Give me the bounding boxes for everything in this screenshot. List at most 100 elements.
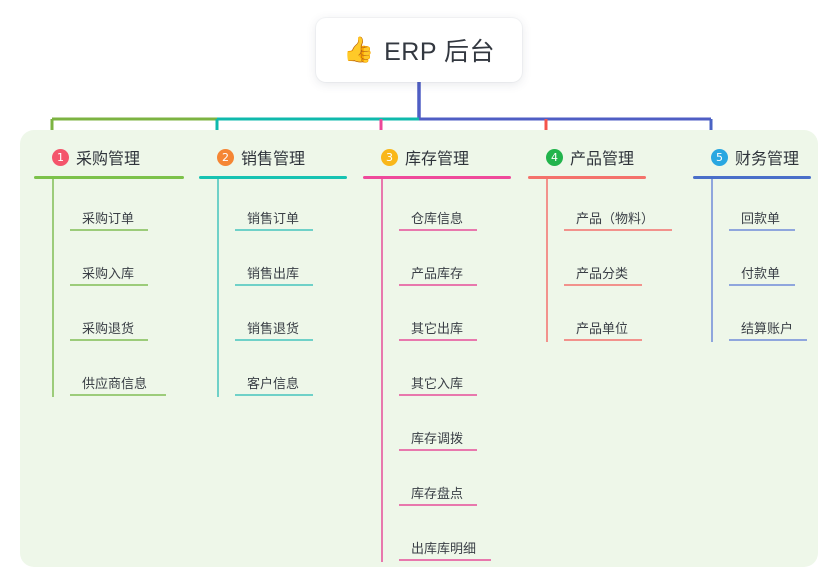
branch-title: 财务管理 xyxy=(735,151,800,168)
leaf-label: 销售退货 xyxy=(247,321,300,336)
leaf-underline xyxy=(564,229,672,231)
branch-header[interactable]: 2 销售管理 xyxy=(199,144,347,170)
leaf-underline xyxy=(399,504,477,506)
leaf-underline xyxy=(399,229,477,231)
root-node[interactable]: 👍 ERP 后台 xyxy=(316,18,522,82)
leaf-label: 回款单 xyxy=(741,211,781,226)
leaf-label: 结算账户 xyxy=(741,321,794,336)
branch-title: 产品管理 xyxy=(570,151,635,168)
leaf-underline xyxy=(70,394,166,396)
leaf-label: 产品分类 xyxy=(576,266,629,281)
leaf-underline xyxy=(399,394,477,396)
branch-number-badge: 4 xyxy=(546,148,563,166)
leaf-underline xyxy=(235,229,313,231)
leaf-underline xyxy=(235,394,313,396)
leaf-underline xyxy=(70,339,148,341)
leaf-item[interactable]: 销售退货 xyxy=(217,289,347,344)
leaf-underline xyxy=(729,339,807,341)
leaf-label: 产品库存 xyxy=(411,266,464,281)
branch-header[interactable]: 3 库存管理 xyxy=(363,144,511,170)
leaf-item[interactable]: 库存盘点 xyxy=(381,454,511,509)
leaf-label: 采购订单 xyxy=(82,211,135,226)
leaf-item[interactable]: 仓库信息 xyxy=(381,179,511,234)
leaf-item[interactable]: 采购入库 xyxy=(52,234,184,289)
leaf-label: 付款单 xyxy=(741,266,781,281)
branch-underline xyxy=(199,176,347,179)
leaf-label: 库存盘点 xyxy=(411,486,464,501)
leaf-label: 其它出库 xyxy=(411,321,464,336)
leaf-item[interactable]: 回款单 xyxy=(711,179,811,234)
leaf-label: 采购入库 xyxy=(82,266,135,281)
leaf-underline xyxy=(399,559,491,561)
branch-underline xyxy=(528,176,646,179)
leaf-item[interactable]: 结算账户 xyxy=(711,289,811,344)
leaf-list: 采购订单采购入库采购退货供应商信息 xyxy=(34,179,184,399)
branch-header[interactable]: 1 采购管理 xyxy=(34,144,184,170)
branch-title: 销售管理 xyxy=(241,151,306,168)
leaf-list: 仓库信息产品库存其它出库其它入库库存调拨库存盘点出库库明细 xyxy=(363,179,511,564)
leaf-list: 产品（物料） 产品分类产品单位 xyxy=(528,179,672,344)
branch-underline xyxy=(363,176,511,179)
branch-column-3: 3 库存管理仓库信息产品库存其它出库其它入库库存调拨库存盘点出库库明细 xyxy=(363,144,511,564)
leaf-label: 供应商信息 xyxy=(82,376,148,391)
root-title: ERP 后台 xyxy=(384,38,496,66)
leaf-item[interactable]: 产品（物料） xyxy=(546,179,672,234)
branch-column-2: 2 销售管理销售订单销售出库销售退货客户信息 xyxy=(199,144,347,399)
branch-panel xyxy=(20,130,818,567)
leaf-item[interactable]: 库存调拨 xyxy=(381,399,511,454)
branch-number-badge: 5 xyxy=(711,148,728,166)
leaf-label: 客户信息 xyxy=(247,376,300,391)
branch-number-badge: 3 xyxy=(381,148,398,166)
leaf-list: 回款单付款单结算账户 xyxy=(693,179,811,344)
leaf-label: 销售出库 xyxy=(247,266,300,281)
branch-header[interactable]: 4 产品管理 xyxy=(528,144,646,170)
leaf-spine xyxy=(52,179,54,397)
branch-underline xyxy=(34,176,184,179)
branch-column-4: 4 产品管理产品（物料） 产品分类产品单位 xyxy=(528,144,672,344)
leaf-item[interactable]: 销售出库 xyxy=(217,234,347,289)
leaf-item[interactable]: 产品库存 xyxy=(381,234,511,289)
leaf-spine xyxy=(711,179,713,342)
branch-header[interactable]: 5 财务管理 xyxy=(693,144,811,170)
leaf-label: 其它入库 xyxy=(411,376,464,391)
leaf-underline xyxy=(564,284,642,286)
leaf-item[interactable]: 采购订单 xyxy=(52,179,184,234)
leaf-spine xyxy=(381,179,383,562)
branch-column-5: 5 财务管理回款单付款单结算账户 xyxy=(693,144,811,344)
leaf-label: 出库库明细 xyxy=(411,541,477,556)
leaf-item[interactable]: 产品分类 xyxy=(546,234,646,289)
branch-underline xyxy=(693,176,811,179)
leaf-label: 产品单位 xyxy=(576,321,629,336)
branch-number-badge: 2 xyxy=(217,148,234,166)
leaf-spine xyxy=(546,179,548,342)
leaf-underline xyxy=(729,284,795,286)
leaf-list: 销售订单销售出库销售退货客户信息 xyxy=(199,179,347,399)
leaf-item[interactable]: 其它出库 xyxy=(381,289,511,344)
leaf-item[interactable]: 出库库明细 xyxy=(381,509,511,564)
leaf-item[interactable]: 供应商信息 xyxy=(52,344,184,399)
leaf-underline xyxy=(235,284,313,286)
leaf-underline xyxy=(399,339,477,341)
leaf-underline xyxy=(399,449,477,451)
branch-number-badge: 1 xyxy=(52,148,69,166)
branch-column-1: 1 采购管理采购订单采购入库采购退货供应商信息 xyxy=(34,144,184,399)
leaf-item[interactable]: 付款单 xyxy=(711,234,811,289)
branch-title: 采购管理 xyxy=(76,151,141,168)
leaf-label: 库存调拨 xyxy=(411,431,464,446)
leaf-item[interactable]: 客户信息 xyxy=(217,344,347,399)
leaf-underline xyxy=(70,284,148,286)
leaf-underline xyxy=(70,229,148,231)
leaf-underline xyxy=(564,339,642,341)
leaf-item[interactable]: 产品单位 xyxy=(546,289,646,344)
leaf-spine xyxy=(217,179,219,397)
leaf-underline xyxy=(729,229,795,231)
leaf-item[interactable]: 采购退货 xyxy=(52,289,184,344)
leaf-item[interactable]: 销售订单 xyxy=(217,179,347,234)
leaf-underline xyxy=(399,284,477,286)
branch-title: 库存管理 xyxy=(405,151,470,168)
leaf-item[interactable]: 其它入库 xyxy=(381,344,511,399)
leaf-underline xyxy=(235,339,313,341)
thumbs-up-icon: 👍 xyxy=(342,35,375,64)
leaf-label: 产品（物料） xyxy=(576,211,655,226)
